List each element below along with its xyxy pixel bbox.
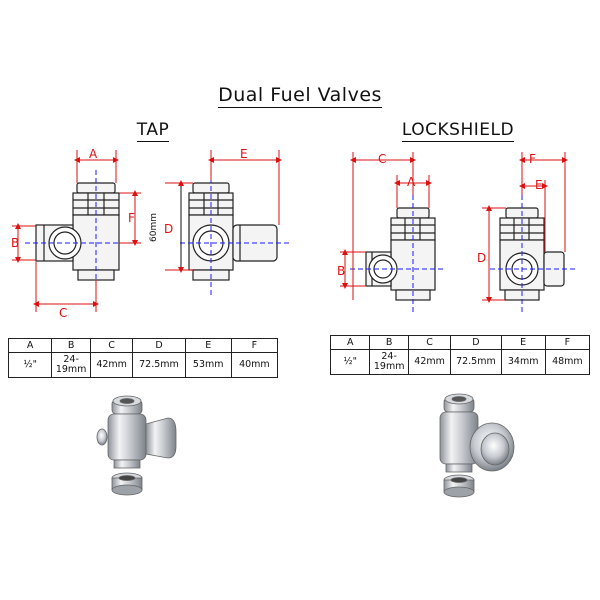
lockshield-table-header-row: A B C D E F — [329, 335, 591, 350]
tap-table-header-row: A B C D E F — [7, 338, 279, 353]
tap-header-d: D — [132, 338, 186, 353]
lockshield-value-b: 24- 19mm — [369, 349, 409, 375]
tap-side-dimensions — [165, 150, 282, 273]
lockshield-dim-c: C — [378, 152, 386, 166]
tap-value-b: 24- 19mm — [51, 352, 91, 378]
tap-value-c: 42mm — [89, 352, 134, 378]
lockshield-value-a: ½" — [329, 349, 371, 375]
lockshield-table-value-row: ½" 24- 19mm 42mm 72.5mm 34mm 48mm — [329, 349, 591, 375]
tap-header-f: F — [230, 338, 279, 353]
tap-value-a: ½" — [7, 352, 53, 378]
lockshield-value-f: 48mm — [544, 349, 591, 375]
lockshield-side-view — [490, 195, 575, 315]
lockshield-dim-a: A — [407, 175, 416, 189]
tap-side-view — [180, 170, 290, 295]
tap-dim-f: F — [128, 211, 135, 225]
tap-height-note: 60mm — [149, 213, 159, 242]
lockshield-heading: LOCKSHIELD — [401, 120, 515, 142]
tap-dim-e: E — [240, 147, 248, 161]
tap-value-d: 72.5mm — [132, 352, 186, 378]
lockshield-spec-table: A B C D E F ½" 24- 19mm 42mm 72.5mm 34mm… — [329, 335, 591, 375]
tap-table-value-row: ½" 24- 19mm 42mm 72.5mm 53mm 40mm — [7, 352, 279, 378]
lockshield-dim-b: B — [337, 264, 345, 278]
lockshield-header-e: E — [500, 335, 546, 350]
lockshield-dim-e: E — [535, 178, 543, 192]
tap-product-photo — [96, 395, 177, 496]
tap-header-a: A — [7, 338, 53, 353]
lockshield-header-b: B — [369, 335, 409, 350]
lockshield-value-d: 72.5mm — [450, 349, 502, 375]
tap-header-b: B — [51, 338, 91, 353]
lockshield-value-c: 42mm — [407, 349, 452, 375]
tap-dim-c: C — [59, 306, 67, 320]
lockshield-header-c: C — [407, 335, 452, 350]
lockshield-front-view — [350, 195, 445, 315]
page-title: Dual Fuel Valves — [218, 84, 382, 108]
tap-dim-d: D — [164, 222, 173, 236]
lockshield-product-photo — [439, 393, 515, 498]
tap-dim-b: B — [11, 236, 19, 250]
tap-value-f: 40mm — [230, 352, 279, 378]
lockshield-header-a: A — [329, 335, 371, 350]
tap-header-c: C — [89, 338, 134, 353]
lockshield-dim-d: D — [477, 251, 486, 265]
tap-header-e: E — [184, 338, 232, 353]
tap-spec-table: A B C D E F ½" 24- 19mm 42mm 72.5mm 53mm… — [7, 338, 279, 378]
lockshield-value-e: 34mm — [500, 349, 546, 375]
lockshield-header-f: F — [544, 335, 591, 350]
tap-value-e: 53mm — [184, 352, 232, 378]
tap-dim-a: A — [89, 147, 98, 161]
lockshield-dim-f: F — [529, 152, 536, 166]
lockshield-front-dimensions — [340, 152, 432, 300]
lockshield-side-dimensions — [482, 152, 568, 303]
lockshield-header-d: D — [450, 335, 502, 350]
tap-front-view — [25, 170, 128, 295]
tap-front-dimensions — [12, 150, 141, 312]
tap-heading: TAP — [136, 120, 170, 142]
